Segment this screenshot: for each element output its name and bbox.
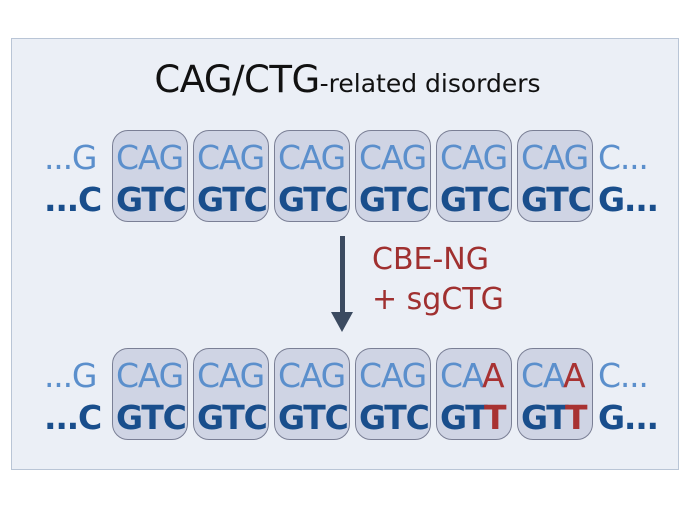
repeat-box (274, 348, 350, 440)
repeat-unit: GTC (278, 398, 349, 437)
arrow-line (340, 236, 345, 314)
repeat-unit: GTC (197, 180, 268, 219)
repeat-unit: CAG (116, 138, 184, 177)
flank-left: ...G (44, 138, 97, 177)
flank-left: ...C (44, 398, 102, 437)
repeat-box (112, 348, 188, 440)
edited-base-mutation: A (482, 356, 505, 395)
flank-left: ...C (44, 180, 102, 219)
repeat-unit: GTC (278, 180, 349, 219)
flank-left: ...G (44, 356, 97, 395)
repeat-box (355, 348, 431, 440)
repeat-unit: GTC (359, 180, 430, 219)
repeat-unit: GTC (359, 398, 430, 437)
repeat-unit: GTC (116, 398, 187, 437)
repeat-unit: GTC (197, 398, 268, 437)
edited-unit-base: GT (440, 398, 488, 437)
repeat-box (517, 348, 593, 440)
title-main: CAG/CTG (154, 58, 320, 101)
reagent-line-2: + sgCTG (372, 282, 504, 317)
repeat-unit: CAG (197, 356, 265, 395)
edited-base-mutation: T (484, 398, 507, 437)
repeat-unit: GTC (116, 180, 187, 219)
repeat-box (517, 130, 593, 222)
flank-right: G... (598, 398, 659, 437)
arrow-head-icon (331, 312, 353, 332)
repeat-unit: CAG (359, 356, 427, 395)
before-bottom-strand: ...C GTC GTC GTC GTC GTC GTC G... (0, 180, 695, 220)
flank-right: C... (598, 138, 649, 177)
repeat-box (436, 348, 512, 440)
after-bottom-strand: ...C GTC GTC GTC GTC GT T GT T G... (0, 398, 695, 438)
edited-base-mutation: T (565, 398, 588, 437)
repeat-unit: CAG (521, 138, 589, 177)
repeat-unit: CAG (197, 138, 265, 177)
repeat-unit: CAG (278, 138, 346, 177)
repeat-unit: CAG (116, 356, 184, 395)
edited-base-mutation: A (563, 356, 586, 395)
repeat-box (112, 130, 188, 222)
flank-right: C... (598, 356, 649, 395)
repeat-box (274, 130, 350, 222)
repeat-unit: CAG (278, 356, 346, 395)
repeat-unit: GTC (440, 180, 511, 219)
repeat-box (193, 130, 269, 222)
flank-right: G... (598, 180, 659, 219)
edited-unit-base: GT (521, 398, 569, 437)
repeat-unit: CAG (359, 138, 427, 177)
before-top-strand: ...G CAG CAG CAG CAG CAG CAG C... (0, 138, 695, 178)
repeat-box (193, 348, 269, 440)
repeat-unit: CAG (440, 138, 508, 177)
reagent-line-1: CBE-NG (372, 242, 489, 277)
repeat-unit: GTC (521, 180, 592, 219)
edited-unit-base: CA (521, 356, 565, 395)
edited-unit-base: CA (440, 356, 484, 395)
title: CAG/CTG-related disorders (0, 58, 695, 101)
repeat-box (355, 130, 431, 222)
after-top-strand: ...G CAG CAG CAG CAG CA A CA A C... (0, 356, 695, 396)
repeat-box (436, 130, 512, 222)
title-sub: -related disorders (319, 69, 541, 98)
